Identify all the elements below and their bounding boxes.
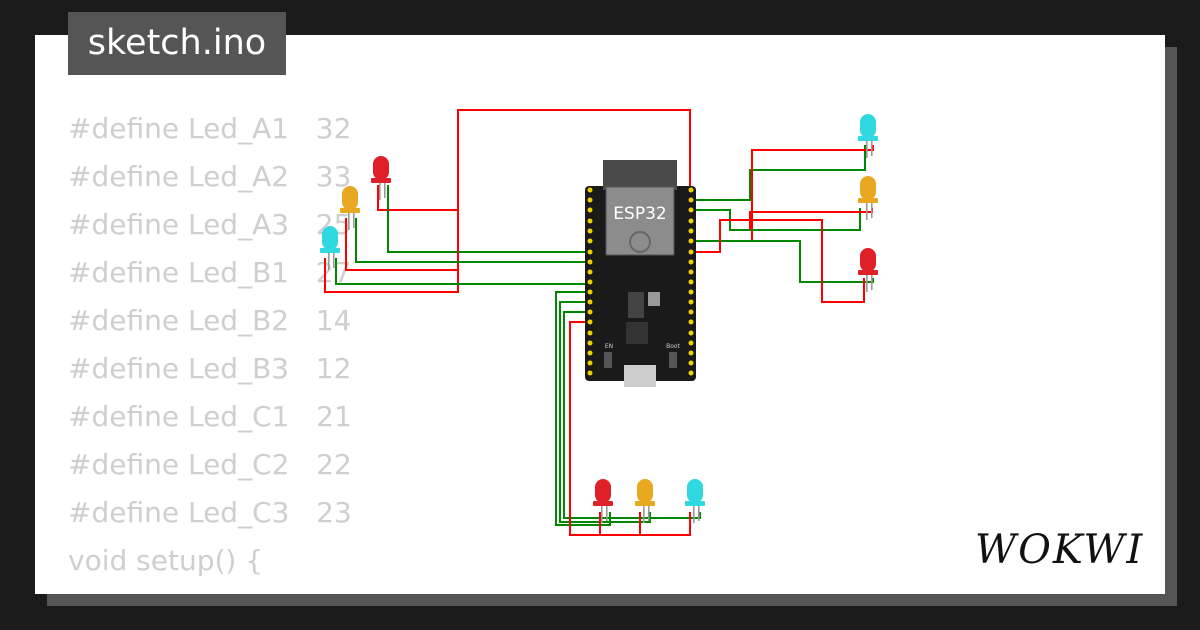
led-cyan[interactable] [685, 479, 705, 523]
wire [569, 321, 691, 536]
wire [555, 291, 611, 526]
wire [696, 145, 866, 201]
code-line: #define Led_A2 33 [68, 160, 352, 193]
code-line: #define Led_A3 25 [68, 208, 352, 241]
code-line: #define Led_B3 12 [68, 352, 352, 385]
wokwi-logo: WOKWI [975, 527, 1145, 573]
wire [387, 185, 590, 253]
wire [563, 311, 701, 519]
usb-port [624, 365, 656, 387]
wires [324, 109, 874, 536]
wire [751, 145, 874, 240]
code-line: void setup() { [68, 544, 264, 577]
en-button[interactable] [604, 352, 612, 368]
code-line: #define Led_C3 23 [68, 496, 352, 529]
file-tab[interactable]: sketch.ino [68, 12, 286, 75]
wire [324, 258, 459, 293]
code-preview: #define Led_A1 32 #define Led_A2 33 #def… [68, 105, 404, 594]
wire [377, 109, 691, 211]
led-red[interactable] [858, 248, 878, 292]
code-line: #define Led_C2 22 [68, 448, 352, 481]
pin-headers [587, 187, 694, 376]
wire [696, 208, 861, 231]
esp32-board[interactable]: ESP32 EN Boot [585, 160, 696, 387]
code-line: #define Led_C1 21 [68, 400, 352, 433]
wire [355, 218, 590, 263]
code-line: pinMode(32, OUTPUT); [68, 585, 404, 594]
espressif-logo-icon [629, 231, 651, 253]
led-cyan[interactable] [858, 114, 878, 158]
code-line: #define Led_B2 14 [68, 304, 352, 337]
en-label: EN [605, 343, 613, 350]
led-orange[interactable] [635, 479, 655, 523]
boot-button[interactable] [669, 352, 677, 368]
wire [696, 219, 865, 303]
wire [696, 240, 874, 283]
wire [345, 210, 459, 271]
boot-label: Boot [666, 343, 680, 350]
code-line: #define Led_A1 32 [68, 112, 352, 145]
board-label: ESP32 [613, 204, 666, 224]
